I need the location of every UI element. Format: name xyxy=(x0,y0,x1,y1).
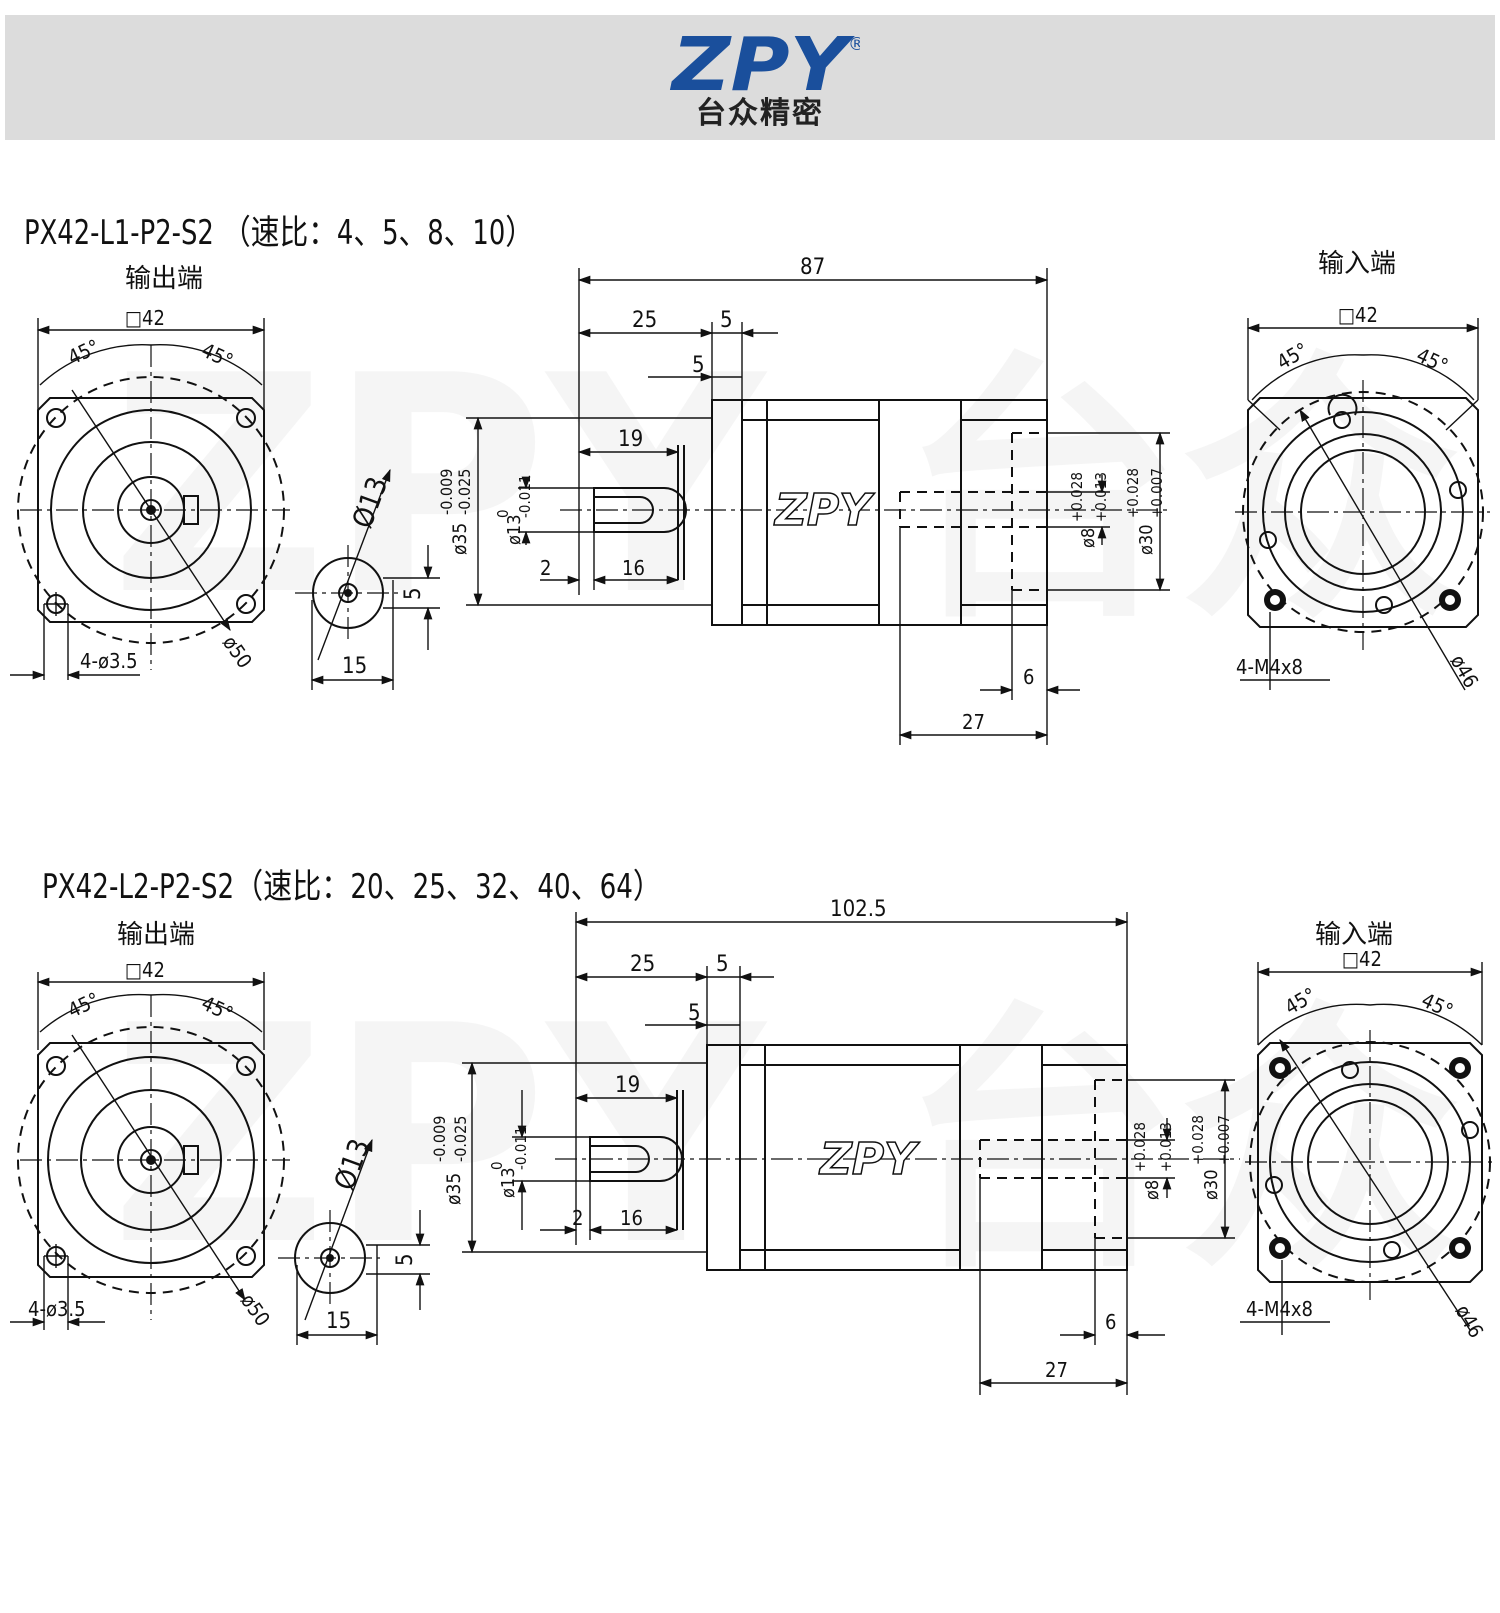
section-1-overall-length: 87 xyxy=(800,255,825,280)
section-1-side-view: 87 25 5 5 ZPY xyxy=(437,255,1170,745)
section-2-input-holes: 4-M4x8 xyxy=(1246,1297,1313,1321)
section-1-title: PX42-L1-P2-S2 （速比：4、5、8、10） xyxy=(24,213,534,253)
section-1-output-label: 输出端 xyxy=(125,264,203,294)
section-1-bore-tol-low: +0.013 xyxy=(1092,472,1110,522)
section-2-bore-tol-up: +0.028 xyxy=(1131,1122,1149,1172)
section-1-shaft-tol-low: -0.011 xyxy=(516,475,534,519)
section-1-dim-16: 16 xyxy=(622,556,645,580)
section-2-input-label: 输入端 xyxy=(1315,920,1393,950)
section-2-input-pilot: ø30 xyxy=(1201,1169,1222,1200)
section-2-title: PX42-L2-P2-S2（速比：20、25、32、40、64） xyxy=(42,867,662,907)
section-1-input-pilot-tol-up: +0.028 xyxy=(1124,468,1142,518)
section-2-output-label: 输出端 xyxy=(117,920,195,950)
brand-logo-subtitle: 台众精密 xyxy=(696,96,824,130)
section-1-shaft-tol-up: 0 xyxy=(494,509,512,518)
section-1-dim-25: 25 xyxy=(632,308,657,333)
section-2-output-square-dim: □42 xyxy=(125,958,165,982)
section-2-pilot-dia: ø35 xyxy=(443,1173,465,1205)
section-1-input-pilot-tol-low: +0.007 xyxy=(1148,468,1166,518)
brand-logo-name: ZPY xyxy=(670,22,855,108)
section-2-dim-2: 2 xyxy=(572,1206,583,1230)
section-2-shaft-dia: ø13 xyxy=(498,1167,519,1198)
section-1-input-square-dim: □42 xyxy=(1338,303,1378,327)
section-2-shaft-tol-low: -0.011 xyxy=(512,1127,530,1171)
svg-text:台众: 台众 xyxy=(900,981,1460,1307)
section-2-dim-6: 6 xyxy=(1105,1310,1116,1334)
section-1-input-pilot: ø30 xyxy=(1136,524,1157,555)
section-2-input-square-dim: □42 xyxy=(1342,947,1382,971)
section-2-bore-dia: ø8 xyxy=(1142,1180,1163,1200)
section-1-body-logo: ZPY xyxy=(773,485,875,536)
section-2-key-width: 15 xyxy=(326,1309,351,1334)
section-2-shaft-tol-up: 0 xyxy=(488,1161,506,1170)
section-2-dim-16: 16 xyxy=(620,1206,643,1230)
section-1-dim-27: 27 xyxy=(962,710,985,734)
section-2-key-height: 5 xyxy=(393,1253,418,1266)
section-1: PX42-L1-P2-S2 （速比：4、5、8、10） 输出端 输入端 □42 … xyxy=(10,213,1490,745)
section-1-pilot-tol-low: -0.025 xyxy=(455,469,474,515)
section-1-key-width: 15 xyxy=(342,654,367,679)
section-2-output-flange-view: □42 45° 45° ø50 4-ø3.5 xyxy=(10,958,290,1331)
section-2-pilot-tol-low: -0.025 xyxy=(451,1116,470,1162)
section-2-input-pilot-tol-low: +0.007 xyxy=(1215,1115,1233,1165)
section-2-dim-5a: 5 xyxy=(716,952,729,977)
section-2-key-view: Ø13 15 5 xyxy=(278,1134,430,1345)
section-1-input-label: 输入端 xyxy=(1318,249,1396,279)
section-1-shaft-dia: ø13 xyxy=(504,514,525,545)
section-1-bore-dia: ø8 xyxy=(1078,528,1099,548)
section-1-dim-5a: 5 xyxy=(720,308,733,333)
section-2-pilot-tol-up: -0.009 xyxy=(430,1116,449,1162)
svg-text:台众: 台众 xyxy=(900,331,1460,657)
section-1-key-height: 5 xyxy=(401,587,426,600)
section-1-dim-19: 19 xyxy=(618,427,643,452)
section-2-body-logo: ZPY xyxy=(818,1134,920,1185)
section-1-input-holes: 4-M4x8 xyxy=(1236,655,1303,679)
section-1-dim-6: 6 xyxy=(1023,665,1034,689)
svg-text:ZPY: ZPY xyxy=(110,312,768,661)
section-1-bore-tol-up: +0.028 xyxy=(1068,472,1086,522)
section-1-dim-2: 2 xyxy=(540,556,551,580)
section-2-input-pilot-tol-up: +0.028 xyxy=(1189,1115,1207,1165)
section-2-dim-19: 19 xyxy=(615,1073,640,1098)
watermark: ZPY 台众 ZPY 台众 xyxy=(110,312,1460,1311)
section-1-input-flange-view: □42 45° 45° ø46 4-M4x8 xyxy=(1235,303,1490,692)
section-1-output-holes: 4-ø3.5 xyxy=(80,649,138,673)
section-1-dim-5b: 5 xyxy=(692,353,705,378)
section-1-pilot-dia: ø35 xyxy=(449,523,471,555)
brand-logo: ZPY ® 台众精密 xyxy=(670,22,860,130)
section-1-output-square-dim: □42 xyxy=(125,306,165,330)
section-2-dim-27: 27 xyxy=(1045,1358,1068,1382)
section-2-output-angle-left: 45° xyxy=(64,987,103,1022)
section-1-pilot-tol-up: -0.009 xyxy=(437,469,456,515)
header-bar xyxy=(5,15,1495,140)
brand-logo-registered: ® xyxy=(848,34,860,55)
section-2-dim-25: 25 xyxy=(630,952,655,977)
section-1-output-angle-left: 45° xyxy=(64,334,103,369)
section-2-side-view: 102.5 25 5 5 ZPY xyxy=(430,897,1240,1395)
section-2-overall-length: 102.5 xyxy=(830,897,887,922)
section-2-dim-5b: 5 xyxy=(688,1001,701,1026)
section-2-output-holes: 4-ø3.5 xyxy=(28,1297,86,1321)
section-2-bore-tol-low: +0.013 xyxy=(1157,1122,1175,1172)
